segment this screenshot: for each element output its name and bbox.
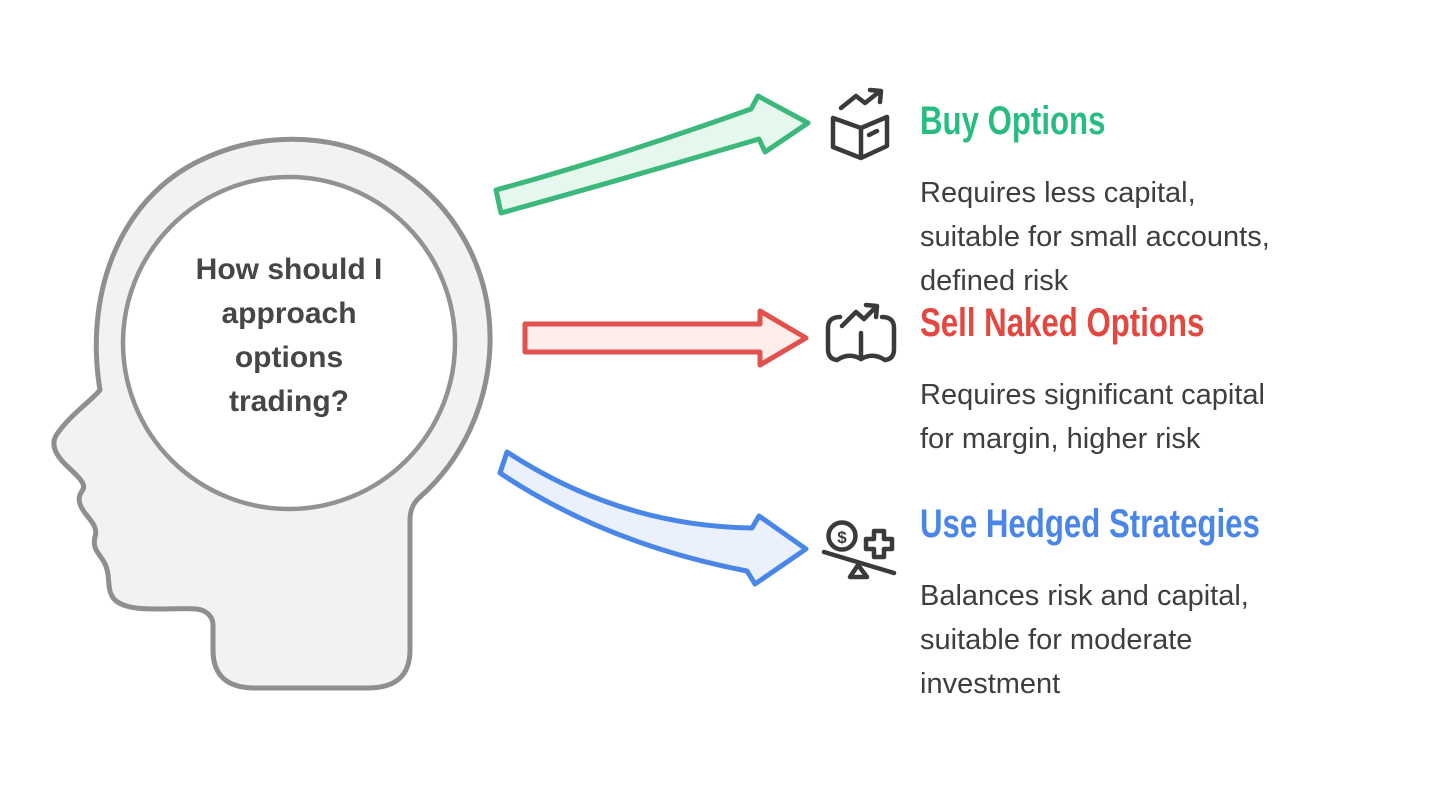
option-description-sell-naked-options: Requires significant capital for margin,… (920, 379, 1265, 455)
option-title-use-hedged-strategies: Use Hedged Strategies (920, 502, 1260, 546)
option-use-hedged-strategies: Use Hedged Strategies Balances risk and … (920, 504, 1420, 706)
seesaw-plank (821, 549, 897, 576)
curved-down-arrow (497, 449, 809, 587)
central-question-text: How should I approach options trading? (195, 253, 383, 418)
dollar-symbol: $ (837, 528, 847, 547)
arrow-buy-options (493, 93, 811, 216)
seesaw-fulcrum (847, 562, 870, 580)
trend-arrow-head (863, 302, 880, 320)
plus-cross (863, 528, 895, 560)
option-description-use-hedged-strategies: Balances risk and capital, suitable for … (920, 580, 1249, 700)
book-with-trend-arrow-icon (825, 302, 897, 363)
dollar-coin (826, 520, 858, 552)
box-with-trend-arrow-icon (830, 87, 890, 161)
option-buy-options: Buy Options Requires less capital, suita… (920, 101, 1420, 303)
arrow-use-hedged-strategies (497, 449, 809, 587)
option-title-buy-options: Buy Options (920, 99, 1106, 143)
open-box-shape (830, 114, 890, 161)
head-silhouette (51, 136, 493, 691)
book-right-cover (879, 314, 897, 363)
option-title-sell-naked-options: Sell Naked Options (920, 301, 1205, 345)
box-label-dash (866, 128, 880, 138)
arrow-sell-naked-options (522, 308, 809, 368)
straight-arrow (522, 308, 809, 368)
brain-circle (120, 174, 458, 512)
book-left-cover (825, 314, 843, 363)
curved-up-arrow (493, 93, 811, 216)
option-sell-naked-options: Sell Naked Options Requires significant … (920, 303, 1420, 461)
balance-scale-dollar-plus-icon: $ (821, 520, 897, 580)
trend-arrow-zigzag (838, 89, 882, 111)
trend-arrow-head (867, 87, 884, 105)
option-description-buy-options: Requires less capital, suitable for smal… (920, 177, 1270, 297)
trend-arrow-zigzag (839, 305, 878, 329)
